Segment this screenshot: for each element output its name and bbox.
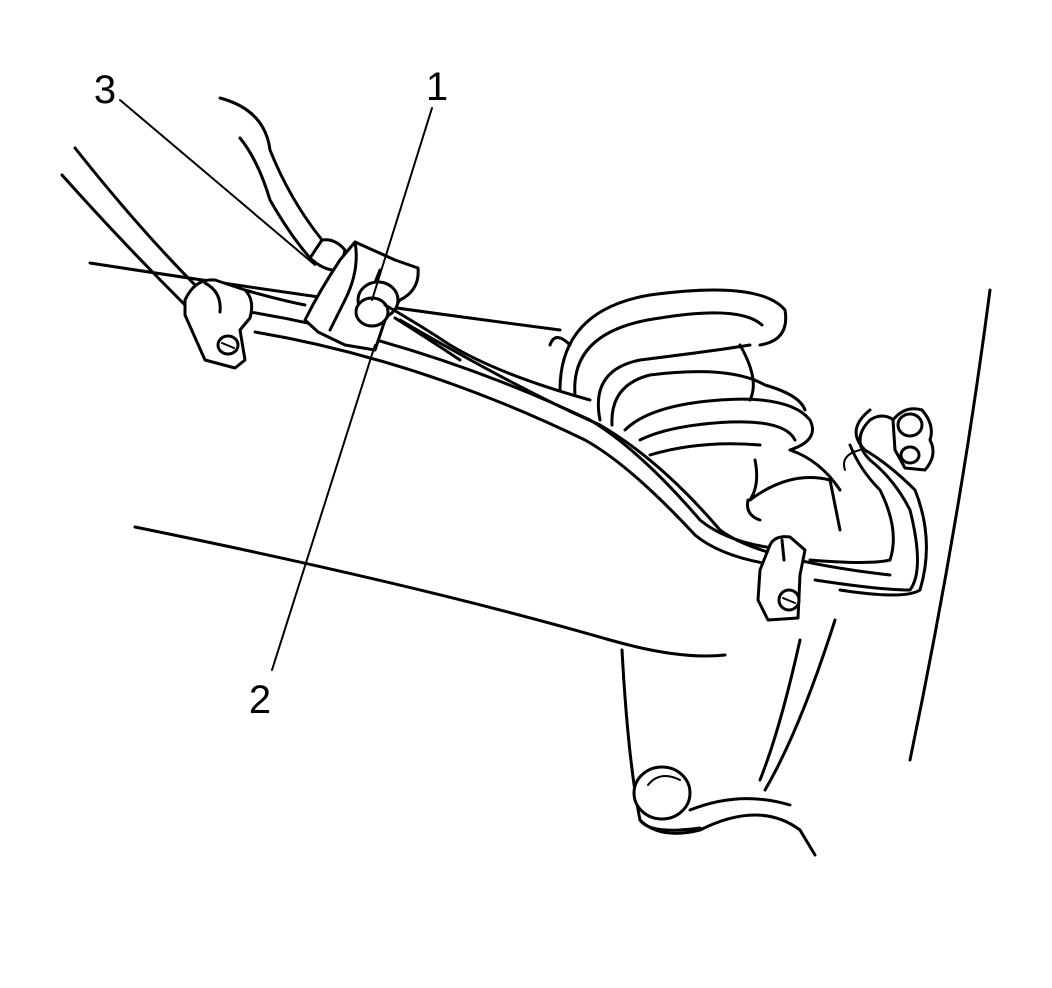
brake-line-union xyxy=(303,240,592,402)
callout-3: 3 xyxy=(94,68,116,112)
leader-line-2 xyxy=(271,344,376,671)
callout-1: 1 xyxy=(426,65,448,109)
main-brake-pipe xyxy=(248,310,928,597)
callout-2: 2 xyxy=(249,678,271,722)
axle-housing xyxy=(88,261,727,658)
brake-hose xyxy=(218,96,347,272)
frame-fitting xyxy=(891,407,935,472)
mounting-bracket xyxy=(620,648,817,857)
brake-line-left xyxy=(60,146,307,307)
frame-rail xyxy=(758,288,992,792)
left-clip xyxy=(183,278,254,370)
coil-spring xyxy=(548,288,842,532)
leader-lines xyxy=(119,99,433,671)
callout-labels: 1 2 3 xyxy=(94,65,448,722)
leader-line-3 xyxy=(119,99,316,266)
leader-line-1 xyxy=(371,107,433,301)
right-clip xyxy=(756,535,807,622)
